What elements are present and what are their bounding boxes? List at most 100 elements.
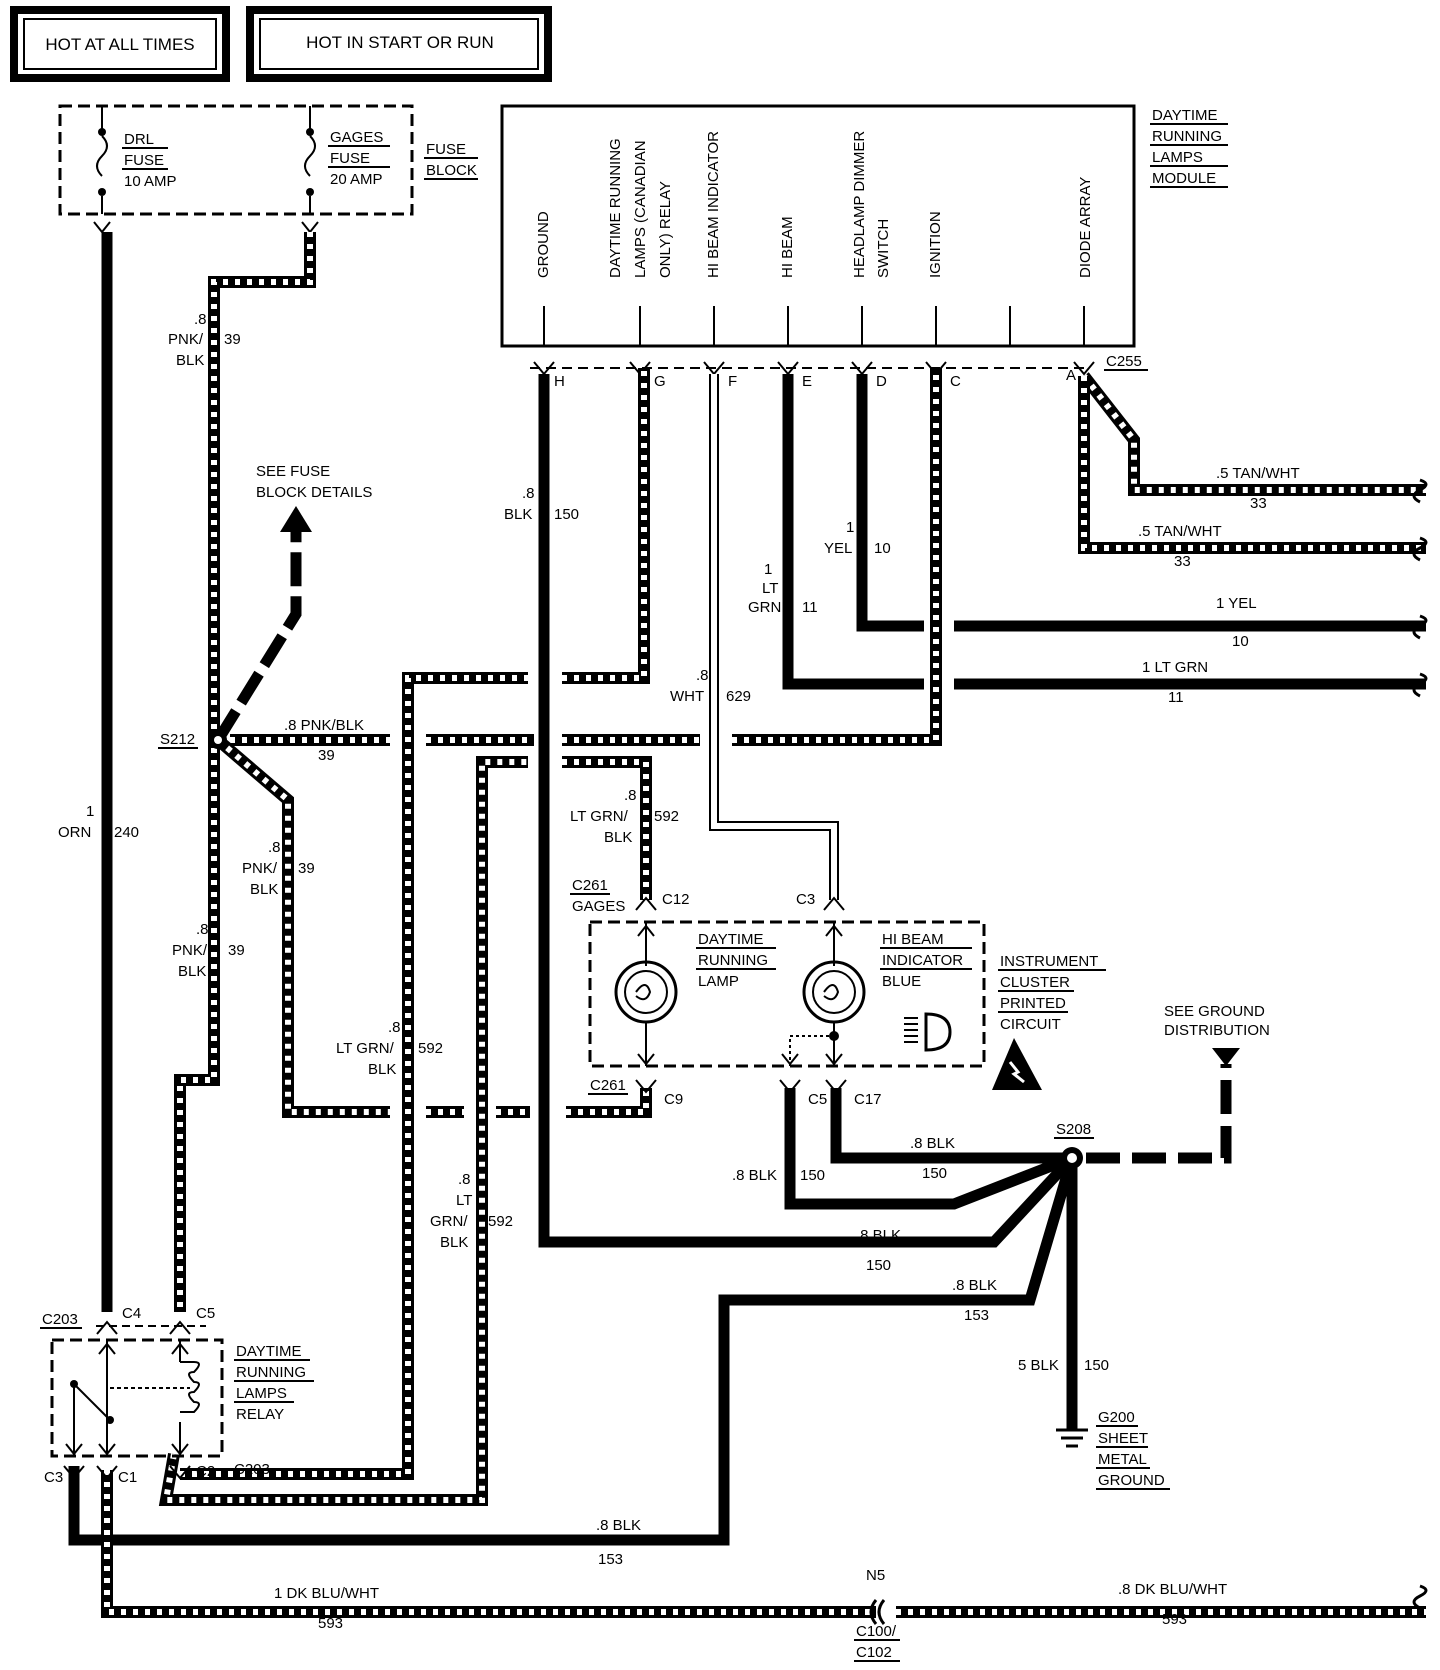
wire-label: .8 [268, 839, 281, 856]
relay-coil-icon [180, 1361, 200, 1413]
wire-label: 1 DK BLU/WHT [274, 1585, 379, 1602]
wire-label: GRN [748, 599, 781, 616]
wire-label: LT GRN/ [336, 1040, 395, 1057]
ground-label-1: G200 [1098, 1409, 1135, 1426]
fuse-details-arrow-icon [280, 506, 312, 532]
wire-label: 33 [1250, 495, 1267, 512]
gages-fuse-line3: 20 AMP [330, 171, 383, 188]
wire-ltgrn-blk-592-module [180, 368, 650, 1480]
splice-s208-label: S208 [1056, 1121, 1091, 1138]
wire-label: BLK [604, 829, 632, 846]
pin-diode-array-label: DIODE ARRAY [1077, 177, 1094, 278]
relay-title-3: LAMPS [236, 1385, 287, 1402]
drl-lamp-label-1: DAYTIME [698, 931, 764, 948]
wire-label: .8 BLK [856, 1227, 901, 1244]
wire-ltgrn-blk-592-c12 [158, 756, 652, 1506]
wire-label: BLK [178, 963, 206, 980]
gages-fuse-line2: FUSE [330, 150, 370, 167]
wire-label: BLK [368, 1061, 396, 1078]
pin-ground-label: GROUND [535, 211, 552, 278]
pin-drl-relay-label-2: LAMPS (CANADIAN [632, 140, 649, 278]
wire-label: .8 [522, 485, 535, 502]
esd-warning-icon [992, 1038, 1042, 1090]
pin-hi-beam-indicator-label: HI BEAM INDICATOR [705, 131, 722, 278]
connector-c100-icon [869, 1599, 886, 1625]
drl-fuse-line2: FUSE [124, 152, 164, 169]
wire-label: 629 [726, 688, 751, 705]
fuse-block: DRL FUSE 10 AMP GAGES FUSE 20 AMP FUSE B… [58, 104, 478, 234]
wire-label: .5 TAN/WHT [1138, 523, 1222, 540]
wire-label: WHT [670, 688, 704, 705]
wire-label: .8 [696, 667, 709, 684]
pin-ignition-label: IGNITION [927, 211, 944, 278]
wire-label: BLK [440, 1234, 468, 1251]
drl-relay: C203 C4 C5 C3 C1 C2 C203 DAYTIME RUNNING… [40, 1305, 314, 1486]
relay-title-2: RUNNING [236, 1364, 306, 1381]
terminal-g: G [654, 373, 666, 390]
wire-ltgrn-11 [782, 374, 1426, 690]
c261-top-label-1: C261 [572, 877, 608, 894]
wire-label: YEL [824, 540, 852, 557]
c5-label: C5 [808, 1091, 827, 1108]
terminal-c: C [950, 373, 961, 390]
splice-s212-label: S212 [160, 731, 195, 748]
fuse-block-title-2: BLOCK [426, 162, 477, 179]
fuse-block-title-1: FUSE [426, 141, 466, 158]
wire-label: 39 [224, 331, 241, 348]
wire-label: BLK [250, 881, 278, 898]
wire-label: 592 [654, 808, 679, 825]
hot-in-start-or-run-box: HOT IN START OR RUN [246, 6, 552, 82]
ground-label-3: METAL [1098, 1451, 1147, 1468]
drl-fuse-line3: 10 AMP [124, 173, 177, 190]
wire-label: .8 DK BLU/WHT [1118, 1581, 1227, 1598]
wire-label: .8 [458, 1171, 471, 1188]
wire-tan-wht-33 [1078, 372, 1426, 554]
wire-label: PNK/ [172, 942, 208, 959]
hi-beam-symbol-icon [904, 1012, 952, 1052]
wire-label: 10 [1232, 633, 1249, 650]
hi-beam-label-3: BLUE [882, 973, 921, 990]
wire-yel-10 [856, 374, 1426, 632]
wire-label: 592 [418, 1040, 443, 1057]
see-fuse-block-label-2: BLOCK DETAILS [256, 484, 372, 501]
drl-lamp-label-3: LAMP [698, 973, 739, 990]
cluster-title-3: PRINTED [1000, 995, 1066, 1012]
pin-hi-beam-label: HI BEAM [779, 216, 796, 278]
gages-fuse-line1: GAGES [330, 129, 383, 146]
wire-end-tails [1412, 478, 1428, 1610]
pin-dimmer-label-1: HEADLAMP DIMMER [851, 131, 868, 278]
drl-module: GROUND DAYTIME RUNNING LAMPS (CANADIAN O… [500, 104, 1228, 390]
c203-bottom-label: C203 [234, 1461, 270, 1478]
wire-label: 150 [554, 506, 579, 523]
connector-c255: C255 [1106, 353, 1142, 370]
wire-label: 593 [1162, 1611, 1187, 1628]
terminal-a: A [1066, 367, 1076, 384]
wire-label: 39 [318, 747, 335, 764]
wire-label: 150 [866, 1257, 891, 1274]
wire-label: 33 [1174, 553, 1191, 570]
relay-c2-label: C2 [196, 1463, 215, 1480]
wire-label: .8 [194, 311, 207, 328]
c203-top-label: C203 [42, 1311, 78, 1328]
wire-label: BLK [504, 506, 532, 523]
wire-label: 153 [964, 1307, 989, 1324]
c17-label: C17 [854, 1091, 882, 1108]
wire-label: BLK [176, 352, 204, 369]
cluster-title-4: CIRCUIT [1000, 1016, 1061, 1033]
see-ground-label-2: DISTRIBUTION [1164, 1022, 1270, 1039]
c261-top-label-2: GAGES [572, 898, 625, 915]
wire-label: 150 [1084, 1357, 1109, 1374]
relay-c1-label: C1 [118, 1469, 137, 1486]
wire-label: 11 [1168, 689, 1184, 706]
wire-blk-150-ground [538, 374, 1077, 1248]
ground-g200-icon [1056, 1428, 1088, 1448]
wire-label: PNK/ [168, 331, 204, 348]
wire-blk-153 [68, 1156, 1078, 1546]
cluster-title-2: CLUSTER [1000, 974, 1070, 991]
n5-label: N5 [866, 1567, 885, 1584]
pin-drl-relay-label-1: DAYTIME RUNNING [607, 138, 624, 278]
see-fuse-block-label-1: SEE FUSE [256, 463, 330, 480]
wire-label: .8 [624, 787, 637, 804]
drl-fuse-line1: DRL [124, 131, 154, 148]
